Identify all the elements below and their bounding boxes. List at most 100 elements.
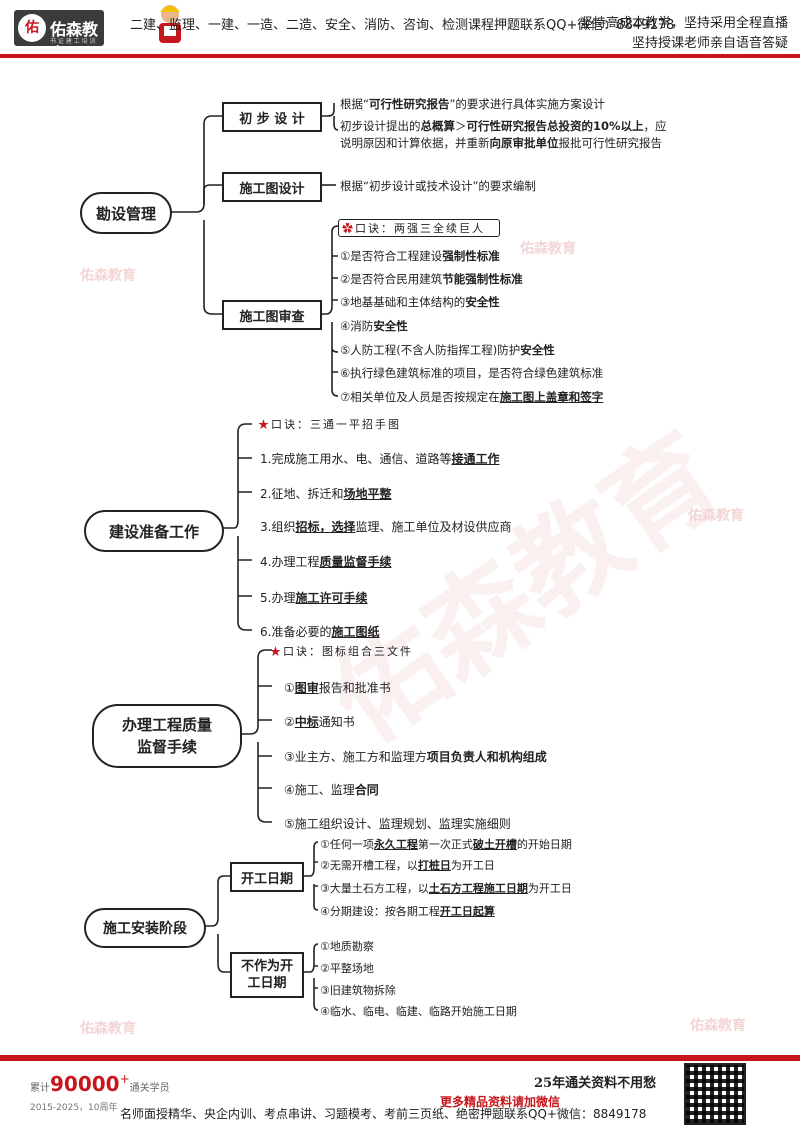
text: 6.准备必要的: [260, 625, 331, 639]
text: ①任何一项: [320, 838, 374, 851]
prep-mnemonic: ★口诀：三通一平招手图: [258, 416, 401, 432]
text: 第一次正式: [418, 838, 473, 851]
text: 为开工日: [528, 882, 572, 895]
text: ③业主方、施工方和监理方: [284, 750, 427, 764]
notstart-item: ②平整场地: [320, 960, 374, 976]
notstart-item: ④临水、临电、临建、临路开始施工日期: [320, 1003, 517, 1019]
text-bold: 合同: [355, 783, 379, 797]
text: ＞: [455, 119, 467, 133]
text: +: [120, 1072, 130, 1086]
review-item: ①是否符合工程建设强制性标准: [340, 248, 500, 264]
prep-item: 4.办理工程质量监督手续: [260, 553, 391, 570]
footer-divider: [0, 1055, 800, 1061]
quality-item: ③业主方、施工方和监理方项目负责人和机构组成: [284, 748, 547, 765]
text: 累计: [30, 1083, 50, 1094]
text: 为开工日: [451, 859, 495, 872]
text: 口诀：三通一平招手图: [271, 418, 401, 431]
review-item: ⑦相关单位及人员是否按规定在施工图上盖章和签字: [340, 389, 603, 405]
prep-item: 6.准备必要的施工图纸: [260, 623, 379, 640]
text: 报批可行性研究报告: [559, 136, 663, 150]
text: 的开始日期: [517, 838, 572, 851]
node-label: 施工图审查: [239, 306, 304, 325]
node-title-line: 办理工程质量: [122, 714, 212, 736]
text: 口诀：图标组合三文件: [283, 645, 413, 658]
text: 5.办理: [260, 591, 295, 605]
text-bold: 施工图上盖章和签字: [500, 390, 604, 404]
node-preliminary-design: 初 步 设 计: [222, 102, 322, 132]
prep-item: 2.征地、拆迁和场地平整: [260, 485, 391, 502]
star-icon: ★: [270, 645, 283, 658]
text: ③地基基础和主体结构的: [340, 295, 465, 309]
text: 通关学员: [130, 1083, 170, 1094]
node-label: 开工日期: [241, 868, 293, 887]
text: ②是否符合民用建筑: [340, 272, 442, 286]
text-bold: 总概算: [421, 119, 456, 133]
text: 说明原因和计算依据，并重新: [340, 136, 490, 150]
qr-code-icon: [684, 1063, 746, 1125]
footer-slogan: 25年通关资料不用愁: [534, 1072, 656, 1091]
prelim-text-1: 根据“可行性研究报告”的要求进行具体实施方案设计: [340, 96, 605, 112]
text: ①是否符合工程建设: [340, 249, 442, 263]
text: ⑤施工组织设计、监理规划、监理实施细则: [284, 817, 511, 831]
text-bold: 安全性: [373, 319, 408, 333]
text: ②无需开槽工程，以: [320, 859, 418, 872]
text-bold: 施工图纸: [331, 625, 379, 639]
text-bold: 施工许可手续: [295, 591, 367, 605]
text: ④施工、监理: [284, 783, 355, 797]
review-item: ⑥执行绿色建筑标准的项目，是否符合绿色建筑标准: [340, 365, 603, 381]
node-quality-supervision: 办理工程质量 监督手续: [92, 704, 242, 768]
notstart-item: ③旧建筑物拆除: [320, 982, 396, 998]
text: 2.征地、拆迁和: [260, 487, 343, 501]
text: ⑦相关单位及人员是否按规定在: [340, 390, 500, 404]
text: ②: [284, 715, 295, 729]
start-item: ③大量土石方工程，以土石方工程施工日期为开工日: [320, 880, 572, 896]
text-bold: 节能强制性标准: [442, 272, 523, 286]
text: ”的要求进行具体实施方案设计: [449, 97, 604, 111]
text-bold: 图审: [295, 681, 319, 695]
quality-item: ④施工、监理合同: [284, 781, 379, 798]
text-bold: 招标，选择: [295, 520, 355, 534]
text-bold: 可行性研究报告总投资的10%以上: [467, 119, 644, 133]
text: ④分期建设：按各期工程: [320, 905, 440, 918]
text-bold: 安全性: [520, 343, 555, 357]
quality-item: ①图审报告和批准书: [284, 679, 391, 696]
review-item: ⑤人防工程(不含人防指挥工程)防护安全性: [340, 342, 555, 358]
footer-count: 累计90000+通关学员: [30, 1072, 170, 1096]
prep-item: 1.完成施工用水、电、通信、道路等接通工作: [260, 450, 499, 467]
text: 初步设计提出的: [340, 119, 421, 133]
node-construction-installation: 施工安装阶段: [84, 908, 206, 948]
node-construction-preparation: 建设准备工作: [84, 510, 224, 552]
text: ⑥执行绿色建筑标准的项目，是否符合绿色建筑标准: [340, 366, 603, 380]
text: ③大量土石方工程，以: [320, 882, 429, 895]
text: ，应: [644, 119, 667, 133]
text: ⑤人防工程(不含人防指挥工程)防护: [340, 343, 520, 357]
text-bold: 安全性: [465, 295, 500, 309]
node-start-date: 开工日期: [230, 862, 304, 892]
review-mnemonic: ✿口诀：两强三全续巨人: [342, 220, 485, 236]
text: ①: [284, 681, 295, 695]
prep-item: 3.组织招标，选择监理、施工单位及材设供应商: [260, 518, 511, 535]
text: 4.办理工程: [260, 555, 319, 569]
text: 口诀：两强三全续巨人: [355, 222, 485, 235]
text: 根据“: [340, 97, 369, 111]
text-bold: 开工日起算: [440, 905, 495, 918]
text-bold: 接通工作: [451, 452, 499, 466]
prelim-text-2: 初步设计提出的总概算＞可行性研究报告总投资的10%以上，应: [340, 118, 667, 134]
node-title: 施工安装阶段: [103, 918, 187, 938]
text: 3.组织: [260, 520, 295, 534]
review-item: ④消防安全性: [340, 318, 408, 334]
quality-mnemonic: ★口诀：图标组合三文件: [270, 643, 413, 659]
node-label-line: 工日期: [247, 975, 286, 992]
text-bold: 破土开槽: [473, 838, 517, 851]
node-construction-drawing-design: 施工图设计: [222, 172, 322, 202]
text-bold: 场地平整: [343, 487, 391, 501]
text: 1.完成施工用水、电、通信、道路等: [260, 452, 451, 466]
start-item: ①任何一项永久工程第一次正式破土开槽的开始日期: [320, 836, 572, 852]
start-item: ④分期建设：按各期工程开工日起算: [320, 903, 495, 919]
node-not-start-date: 不作为开 工日期: [230, 952, 304, 998]
text-bold: 土石方工程施工日期: [429, 882, 528, 895]
node-title-line: 监督手续: [137, 736, 197, 758]
flower-icon: ✿: [342, 222, 355, 235]
text-bold: 永久工程: [374, 838, 418, 851]
node-survey-design-management: 勘设管理: [80, 192, 172, 234]
